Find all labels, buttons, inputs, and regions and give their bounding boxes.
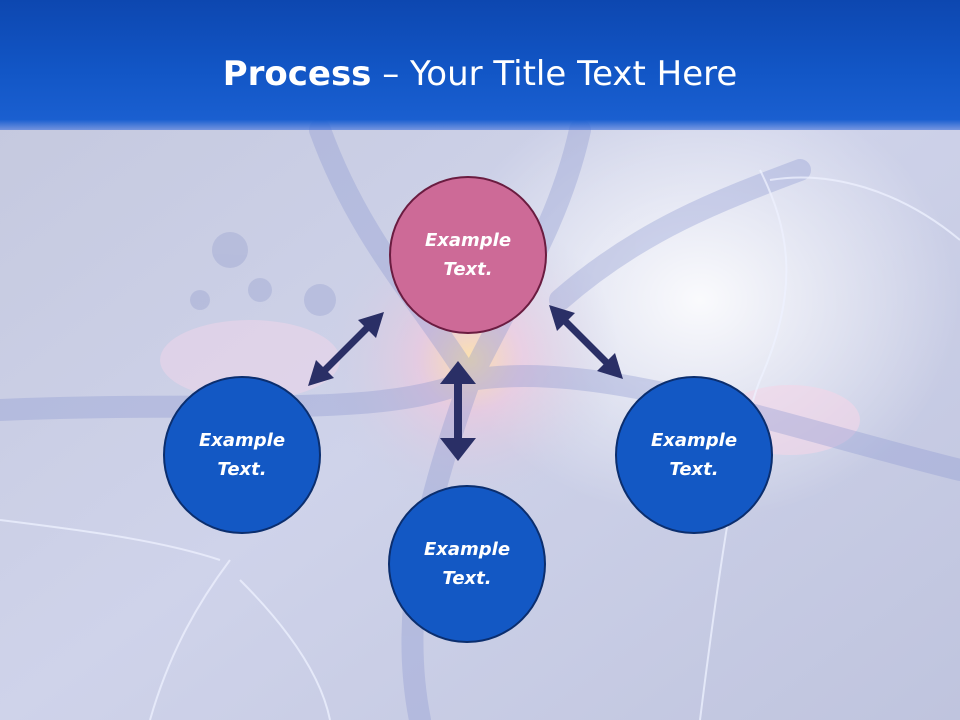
process-node-top[interactable]: Example Text.	[389, 176, 547, 334]
process-node-right[interactable]: Example Text.	[615, 376, 773, 534]
process-node-right-text: Example Text.	[650, 430, 738, 480]
double-arrow-left-icon	[308, 312, 384, 386]
slide-title: Process – Your Title Text Here	[0, 52, 960, 96]
double-arrow-right-icon	[549, 305, 623, 379]
process-node-top-text: Example Text.	[424, 230, 512, 280]
slide-title-bold: Process	[222, 54, 372, 94]
process-node-bottom-text: Example Text.	[423, 539, 511, 589]
process-node-left[interactable]: Example Text.	[163, 376, 321, 534]
double-arrow-vertical-icon	[440, 361, 476, 461]
process-node-left-text: Example Text.	[198, 430, 286, 480]
process-node-bottom[interactable]: Example Text.	[388, 485, 546, 643]
title-bar	[0, 0, 960, 130]
slide-title-rest: – Your Title Text Here	[371, 54, 738, 94]
